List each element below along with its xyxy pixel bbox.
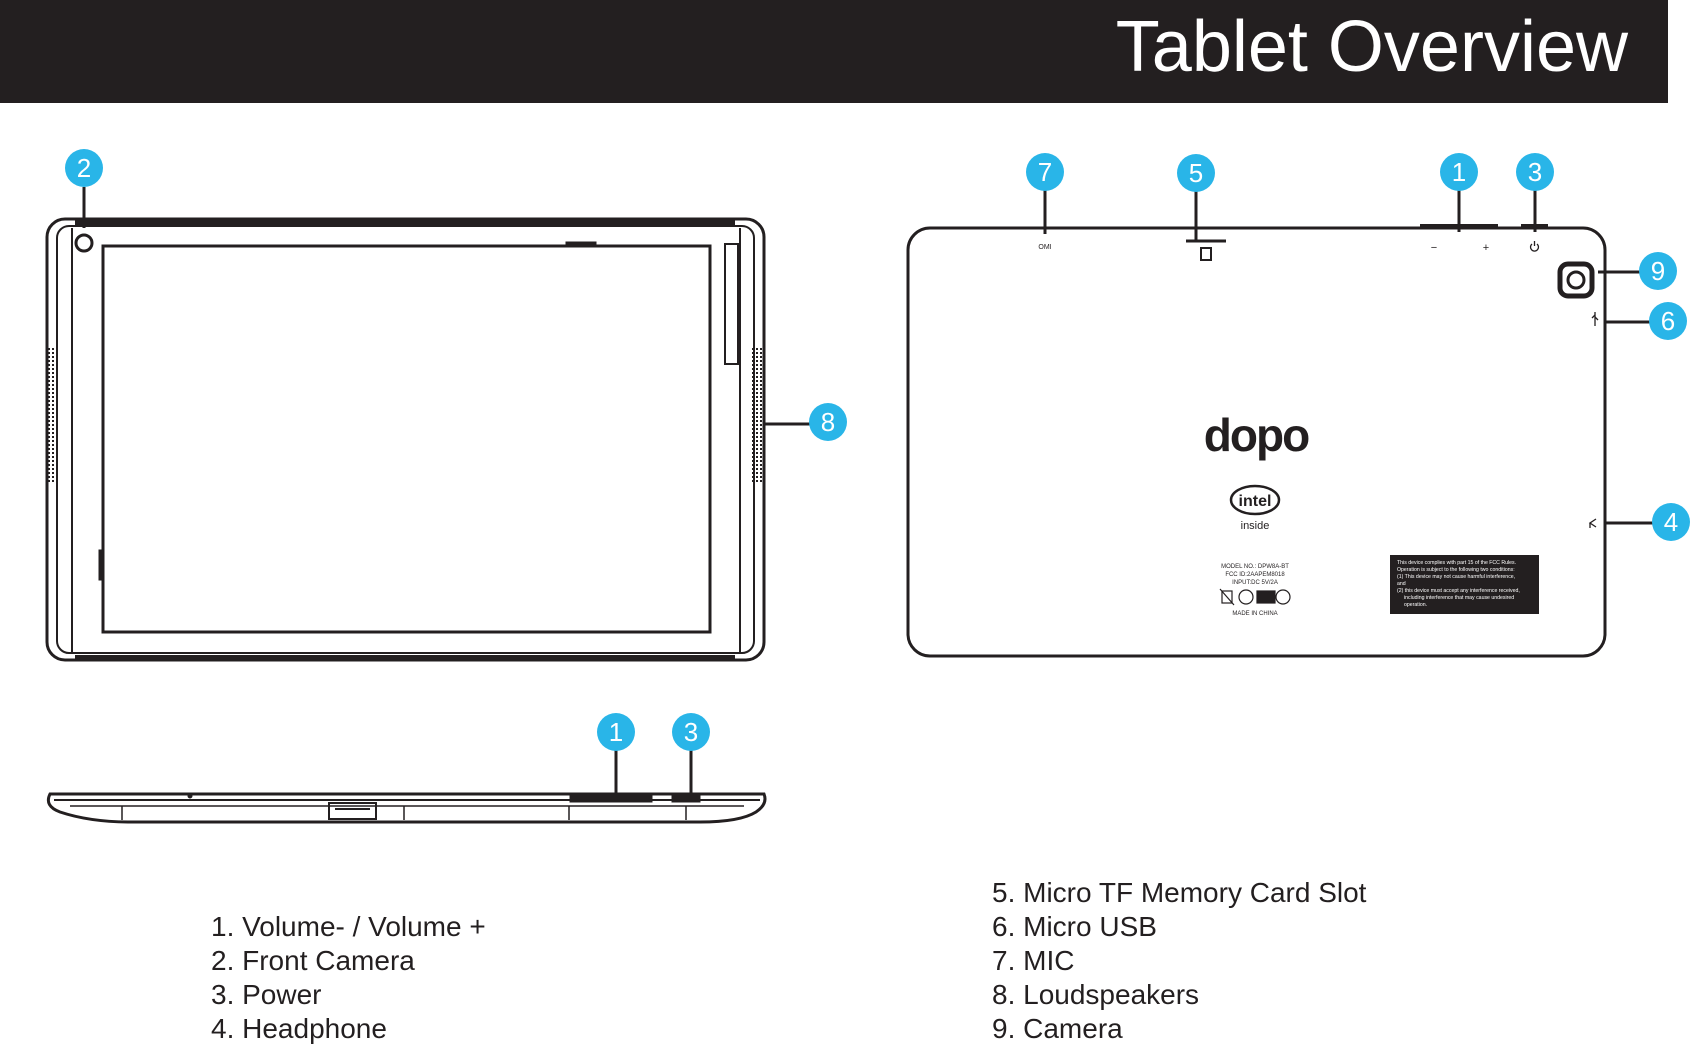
legend-item-loudspeakers: 8. Loudspeakers bbox=[992, 979, 1200, 1010]
callout-volume-back: 1 bbox=[1440, 153, 1478, 232]
callout-power-back: 3 bbox=[1516, 153, 1554, 232]
volume-plus-marking: + bbox=[1483, 242, 1489, 254]
rear-camera-housing bbox=[1557, 261, 1595, 299]
callout-micro-usb: 6 bbox=[1605, 302, 1687, 340]
legend-item-memory-card-slot: 5. Micro TF Memory Card Slot bbox=[992, 877, 1367, 908]
svg-text:FCC ID:2AAPEM8018: FCC ID:2AAPEM8018 bbox=[1225, 572, 1285, 578]
svg-text:This device complies with part: This device complies with part 15 of the… bbox=[1397, 560, 1516, 566]
tablet-front-view bbox=[45, 217, 766, 662]
svg-text:1: 1 bbox=[1452, 157, 1466, 187]
callout-front-camera: 2 bbox=[65, 149, 103, 228]
model-info: MODEL NO.: DPW8A-BT FCC ID:2AAPEM8018 IN… bbox=[1221, 564, 1289, 617]
page-title: Tablet Overview bbox=[1115, 7, 1628, 87]
edge-port bbox=[328, 802, 377, 820]
front-camera-lens bbox=[74, 233, 94, 253]
svg-text:8: 8 bbox=[821, 407, 835, 437]
fcc-notice-label: This device complies with part 15 of the… bbox=[1390, 555, 1539, 614]
headphone-icon bbox=[1588, 518, 1597, 528]
intel-logo: intel inside bbox=[1229, 484, 1281, 532]
svg-text:MODEL NO.: DPW8A-BT: MODEL NO.: DPW8A-BT bbox=[1221, 564, 1289, 570]
brand-logo: dopo bbox=[1204, 409, 1309, 461]
svg-text:and: and bbox=[1397, 581, 1406, 587]
front-screen bbox=[101, 244, 712, 634]
svg-text:5: 5 bbox=[1189, 158, 1203, 188]
callout-volume-edge: 1 bbox=[597, 713, 635, 796]
svg-text:1: 1 bbox=[609, 717, 623, 747]
legend-item-headphone: 4. Headphone bbox=[211, 1013, 387, 1044]
legend-left: 1. Volume- / Volume + 2. Front Camera 3.… bbox=[211, 910, 486, 1046]
svg-text:(2) this device must accept an: (2) this device must accept any interfer… bbox=[1397, 588, 1520, 594]
volume-minus-marking: − bbox=[1431, 242, 1437, 254]
svg-text:including interference that ma: including interference that may cause un… bbox=[1404, 595, 1514, 601]
svg-text:(1) This device may not cause: (1) This device may not cause harmful in… bbox=[1397, 574, 1515, 580]
mic-marking: OMI bbox=[1038, 244, 1051, 251]
callout-mic: 7 bbox=[1026, 153, 1064, 234]
legend-item-micro-usb: 6. Micro USB bbox=[992, 911, 1157, 942]
svg-text:MADE IN CHINA: MADE IN CHINA bbox=[1232, 611, 1277, 617]
certification-marks bbox=[1219, 588, 1291, 606]
svg-text:INPUT:DC 5V/2A: INPUT:DC 5V/2A bbox=[1232, 580, 1278, 586]
edge-volume-button bbox=[569, 794, 653, 803]
svg-text:inside: inside bbox=[1241, 520, 1270, 532]
svg-text:Operation is subject to the fo: Operation is subject to the following tw… bbox=[1397, 567, 1515, 573]
svg-text:9: 9 bbox=[1651, 256, 1665, 286]
legend-right: 5. Micro TF Memory Card Slot 6. Micro US… bbox=[992, 876, 1366, 1046]
callout-rear-camera: 9 bbox=[1598, 252, 1677, 290]
svg-text:intel: intel bbox=[1239, 493, 1272, 510]
svg-text:6: 6 bbox=[1661, 306, 1675, 336]
legend-item-power: 3. Power bbox=[211, 979, 322, 1010]
edge-power-button bbox=[671, 794, 701, 803]
front-speaker-grill-right bbox=[752, 348, 764, 484]
sd-card-icon bbox=[1200, 247, 1212, 261]
rear-camera-lens bbox=[1566, 270, 1586, 290]
legend-item-front-camera: 2. Front Camera bbox=[211, 945, 415, 976]
legend-item-camera: 9. Camera bbox=[992, 1013, 1123, 1044]
header-bar: Tablet Overview bbox=[0, 0, 1668, 103]
legend-item-mic: 7. MIC bbox=[992, 945, 1075, 976]
svg-text:4: 4 bbox=[1664, 507, 1678, 537]
callout-power-edge: 3 bbox=[672, 713, 710, 796]
svg-text:2: 2 bbox=[77, 153, 91, 183]
tablet-edge-view bbox=[46, 792, 767, 824]
svg-text:7: 7 bbox=[1038, 157, 1052, 187]
svg-text:operation.: operation. bbox=[1404, 602, 1427, 608]
callout-loudspeakers: 8 bbox=[764, 403, 847, 441]
svg-text:3: 3 bbox=[684, 717, 698, 747]
legend-item-volume: 1. Volume- / Volume + bbox=[211, 911, 486, 942]
svg-text:3: 3 bbox=[1528, 157, 1542, 187]
front-speaker-grill-left bbox=[48, 348, 60, 484]
usb-icon bbox=[1591, 312, 1599, 326]
callout-memory-card-slot: 5 bbox=[1177, 154, 1215, 241]
power-icon bbox=[1529, 241, 1540, 252]
callout-headphone: 4 bbox=[1605, 503, 1690, 541]
